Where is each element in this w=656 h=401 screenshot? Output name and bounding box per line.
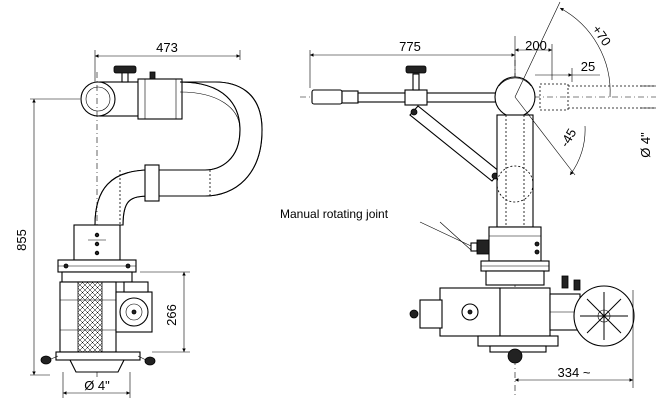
dim-775-label: 775 [399, 39, 421, 54]
dim-diameter-right-label: Ø 4" [638, 132, 653, 158]
nozzle-ring [341, 90, 359, 104]
dimension-334: 334 ~ [515, 290, 634, 388]
worm-gear [77, 281, 103, 353]
dimension-266: 266 [140, 271, 190, 353]
dimension-473: 473 [94, 40, 241, 82]
dim-855-label: 855 [14, 229, 29, 251]
dimension-diameter-left: Ø 4" [62, 372, 131, 398]
nozzle-barrel [357, 92, 499, 103]
left-view: 473 855 [14, 40, 263, 398]
dimension-25: 25 [535, 59, 600, 82]
dim-334-label: 334 ~ [558, 365, 591, 380]
link-arm [409, 105, 501, 182]
dim-200-label: 200 [525, 38, 547, 53]
handwheel-icon [113, 65, 137, 74]
base-knob [507, 348, 523, 364]
actuator-motor [419, 299, 443, 329]
right-view: 775 200 25 [280, 1, 656, 395]
left-handle-knob [40, 355, 52, 365]
right-handle-knob [144, 356, 156, 366]
barrel-clamp [404, 89, 428, 106]
manual-joint-label: Manual rotating joint [280, 207, 389, 221]
dimension-200: 200 [515, 38, 553, 80]
nozzle-tip [311, 89, 343, 105]
pipe-clamp [144, 164, 160, 202]
joint-lock-icon [476, 239, 490, 255]
angle-down-label: -45 [557, 126, 579, 150]
dim-266-label: 266 [164, 304, 179, 326]
right-base-flange [477, 335, 559, 347]
dimension-855: 855 [14, 98, 80, 376]
riser-pipe [496, 114, 534, 228]
pipe-collar [137, 78, 183, 120]
rotating-joint [488, 226, 542, 262]
barrel-handwheel-icon [405, 65, 427, 74]
angle-up-label: +70 [589, 22, 614, 49]
base-flange [55, 351, 141, 361]
dim-diameter-left-label: Ø 4" [84, 378, 110, 393]
dim-25-label: 25 [581, 59, 595, 74]
dim-473-label: 473 [156, 40, 178, 55]
dimension-diameter-right: Ø 4" [638, 85, 656, 158]
dimension-775: 775 [309, 36, 516, 88]
rotor-blades-icon [580, 292, 628, 340]
